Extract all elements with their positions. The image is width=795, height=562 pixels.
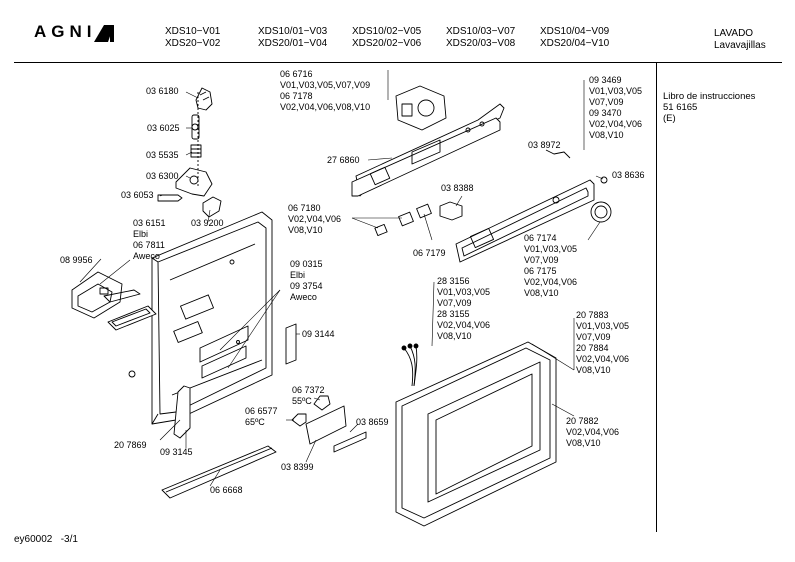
callout-label: 06 7179	[413, 248, 446, 258]
screw-part	[128, 370, 136, 378]
timer-module	[395, 85, 447, 131]
callout-label: 03 6151 Elbi 06 7811 Aweco	[133, 218, 166, 261]
knob-clip	[600, 176, 608, 184]
callout-label: 28 3156 V01,V03,V05 V07,V09 28 3155 V02,…	[437, 276, 491, 341]
float-switch-stack	[157, 87, 222, 218]
control-panel-frame	[351, 103, 505, 197]
door-outer-frame	[395, 341, 557, 527]
callout-label: 06 6668	[210, 485, 243, 495]
callout-label: 09 0315 Elbi 09 3754 Aweco	[290, 259, 323, 302]
door-inner-panel	[151, 211, 273, 425]
callout-label: 06 6577 65ºC	[245, 406, 278, 427]
callout-label: 03 9200	[191, 218, 224, 228]
callout-label: 06 7180 V02,V04,V06 V08,V10	[288, 203, 342, 235]
thermostat-65c	[291, 413, 307, 427]
drawing-reference: ey60002 -3/1	[14, 534, 78, 545]
front-control-panel	[455, 179, 595, 263]
callout-label: 03 8972	[528, 140, 561, 150]
thermostat-bracket	[305, 405, 347, 445]
lamp-38972	[545, 149, 571, 159]
callout-label: 06 6716 V01,V03,V05,V07,V09 06 7178 V02,…	[280, 69, 371, 112]
door-lock-part	[71, 271, 141, 319]
callout-label: 03 8399	[281, 462, 314, 472]
switch-67180-a	[398, 211, 414, 227]
callout-label: 06 7372 55ºC	[292, 385, 325, 406]
callout-label: 03 6053	[121, 190, 154, 200]
callout-label: 03 8659	[356, 417, 389, 427]
callout-label: 03 8636	[612, 170, 645, 180]
hinge-left	[173, 385, 191, 439]
callout-label: 20 7882 V02,V04,V06 V08,V10	[566, 416, 620, 448]
callout-label: 03 6300	[146, 171, 179, 181]
callout-label: 03 5535	[146, 150, 179, 160]
clip-38659	[333, 431, 367, 453]
header-rule	[14, 62, 782, 64]
switch-38388	[439, 201, 463, 221]
brand-logo-text: AGNI	[34, 22, 97, 41]
callout-label: 09 3145	[160, 447, 193, 457]
switch-67180-b	[416, 203, 432, 219]
sidebar-divider	[656, 62, 658, 532]
switch-67179	[374, 223, 388, 237]
callout-label: 08 9956	[60, 255, 93, 265]
callout-label: 09 3144	[302, 329, 335, 339]
callout-label: 09 3469 V01,V03,V05 V07,V09 09 3470 V02,…	[589, 75, 643, 140]
door-seal-ring	[107, 305, 157, 331]
callout-label: 03 8388	[441, 183, 474, 193]
callout-label: 27 6860	[327, 155, 360, 165]
callout-label: 03 6180	[146, 86, 179, 96]
wiring-harness	[401, 343, 419, 387]
callout-label: 20 7869	[114, 440, 147, 450]
rotary-knob	[590, 201, 612, 223]
callout-label: 06 7174 V01,V03,V05 V07,V09 06 7175 V02,…	[524, 233, 578, 298]
callout-label: 03 6025	[147, 123, 180, 133]
bracket-93144	[285, 323, 297, 365]
callout-label: 20 7883 V01,V03,V05 V07,V09 20 7884 V02,…	[576, 310, 630, 375]
